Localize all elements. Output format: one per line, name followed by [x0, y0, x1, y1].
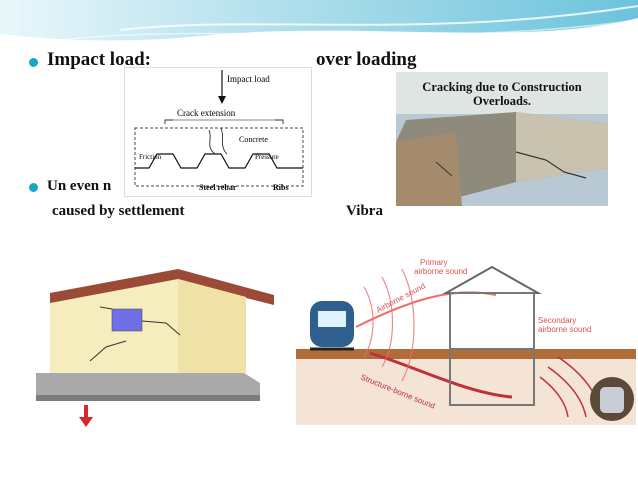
house-settlement-drawing: [30, 265, 274, 430]
concrete-label: Concrete: [239, 135, 268, 144]
bullet-dot: [29, 58, 38, 67]
secondary-label-2: airborne sound: [538, 325, 591, 334]
house-settlement-diagram: [30, 265, 274, 430]
friction-label: Friction: [139, 153, 162, 161]
crack-diagram: Impact load Crack extension Concrete Fri…: [124, 67, 312, 197]
crack-extension-label: Crack extension: [177, 108, 236, 118]
vibration-text: Vibra: [346, 203, 383, 220]
vibration-diagram: Primary airborne sound Airborne sound Se…: [296, 257, 636, 425]
secondary-label-1: Secondary: [538, 316, 576, 325]
overload-photo: Cracking due to Construction Overloads.: [396, 72, 608, 206]
crack-diagram-drawing: Impact load Crack extension Concrete Fri…: [125, 68, 311, 196]
caused-by-settlement-text: caused by settlement: [52, 203, 184, 220]
primary-label-2: airborne sound: [414, 267, 467, 276]
vibration-drawing: Primary airborne sound Airborne sound Se…: [296, 257, 636, 425]
pressure-label: Pressure: [255, 153, 279, 161]
bullet-dot: [29, 183, 38, 192]
primary-label-1: Primary: [420, 258, 448, 267]
over-loading-text: over loading: [316, 49, 416, 71]
photo-caption: Cracking due to Construction Overloads.: [396, 80, 608, 108]
steel-rebar-label: Steel rebar: [199, 183, 237, 192]
ribs-label: Ribs: [273, 183, 289, 192]
bullet-uneven: Un even n: [47, 178, 111, 195]
airborne-sound-label: Airborne sound: [375, 281, 427, 314]
impact-load-label: Impact load: [227, 74, 270, 84]
